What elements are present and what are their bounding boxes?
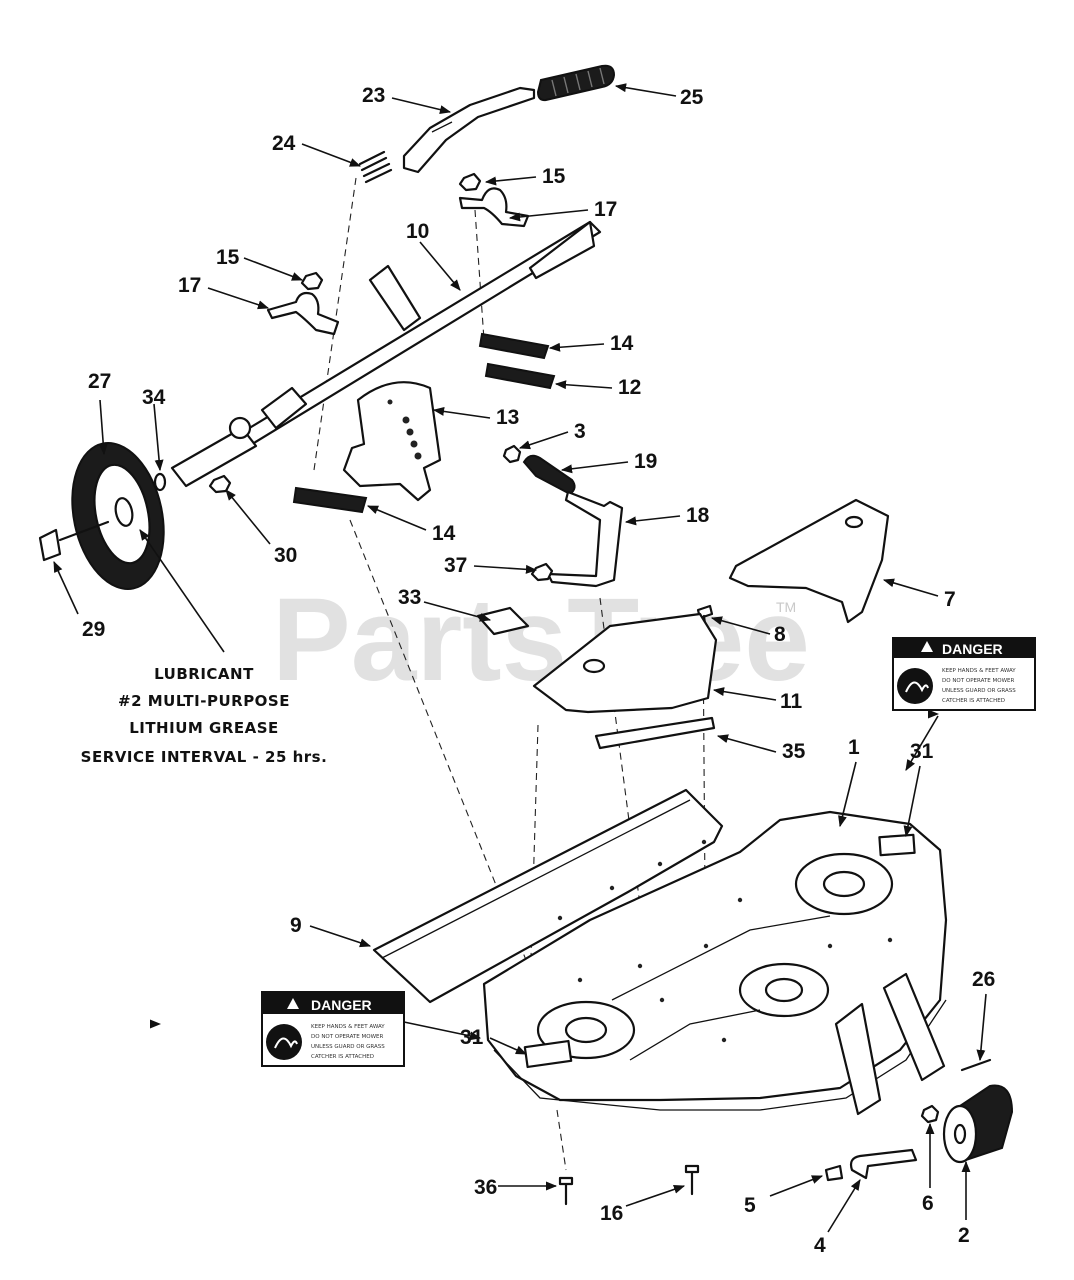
part-11-center-cover	[532, 612, 718, 714]
danger-decal-left: DANGER KEEP HANDS & FEET AWAY DO NOT OPE…	[261, 991, 405, 1067]
callout-27: 27	[88, 370, 111, 393]
callout-9: 9	[290, 914, 302, 937]
lubricant-note: LUBRICANT #2 MULTI-PURPOSE LITHIUM GREAS…	[81, 665, 328, 766]
part-36-bolt	[558, 1176, 574, 1206]
lubricant-note-line-2: #2 MULTI-PURPOSE	[118, 692, 290, 710]
danger-decal-left-line-3: UNLESS GUARD OR GRASS	[311, 1044, 385, 1050]
part-25-handle-grip	[536, 64, 616, 102]
part-23-lift-handle	[402, 86, 536, 174]
callout-15: 15	[542, 165, 566, 188]
callout-34: 34	[142, 386, 166, 409]
part-2-roller	[942, 1084, 1014, 1164]
callout-36: 36	[474, 1176, 497, 1199]
danger-decal-right-line-1: KEEP HANDS & FEET AWAY	[942, 668, 1016, 674]
part-1-mower-deck-housing	[482, 810, 948, 1111]
callout-26: 26	[972, 968, 995, 991]
lubricant-note-line-1: LUBRICANT	[154, 665, 254, 683]
callout-31-right: 31	[910, 740, 934, 763]
callout-16: 16	[600, 1202, 623, 1225]
danger-decal-left-line-1: KEEP HANDS & FEET AWAY	[311, 1024, 385, 1030]
callout-35: 35	[782, 740, 806, 763]
callout-2: 2	[958, 1224, 970, 1247]
callout-1: 1	[848, 736, 860, 759]
callout-7: 7	[944, 588, 956, 611]
danger-decal-right-line-2: DO NOT OPERATE MOWER	[942, 678, 1014, 684]
callout-3: 3	[574, 420, 586, 443]
part-3-nut	[502, 444, 522, 464]
callout-23: 23	[362, 84, 385, 107]
part-24-spring	[358, 150, 393, 184]
part-14-pad-lower	[292, 486, 368, 514]
callout-18: 18	[686, 504, 710, 527]
danger-decal-right-heading: DANGER	[942, 641, 1003, 657]
part-15-nut-left	[300, 271, 324, 291]
callout-14: 14	[610, 332, 634, 355]
part-35-cover-strip	[594, 716, 716, 750]
part-18-rod-bracket	[546, 490, 624, 588]
part-7-belt-cover	[728, 498, 890, 624]
part-34-washer	[153, 472, 167, 492]
part-15-nut-right	[458, 172, 482, 192]
part-29-wheel-bolt	[38, 520, 110, 562]
part-13-height-adjust-plate	[342, 381, 442, 502]
watermark-trademark: TM	[776, 599, 796, 615]
callout-14-lower: 14	[432, 522, 456, 545]
callout-8: 8	[774, 623, 786, 646]
callout-31-left: 31	[460, 1026, 484, 1049]
callout-12: 12	[618, 376, 641, 399]
callout-30: 30	[274, 544, 297, 567]
danger-decal-left-line-4: CATCHER IS ATTACHED	[311, 1054, 374, 1060]
part-30-nut	[208, 474, 232, 494]
callout-15-left: 15	[216, 246, 240, 269]
callout-5: 5	[744, 1194, 756, 1217]
part-14-pad-upper	[478, 332, 550, 360]
mounting-brackets	[834, 972, 946, 1116]
callout-33: 33	[398, 586, 421, 609]
callout-17-left: 17	[178, 274, 201, 297]
part-10-lift-shaft	[170, 220, 602, 488]
danger-decal-right: DANGER KEEP HANDS & FEET AWAY DO NOT OPE…	[892, 637, 1036, 711]
part-26-pin	[960, 1058, 992, 1072]
callout-37: 37	[444, 554, 467, 577]
callout-29: 29	[82, 618, 105, 641]
part-12-pad	[484, 362, 556, 390]
callout-10: 10	[406, 220, 429, 243]
part-5-bolt	[824, 1164, 844, 1182]
part-19-spacer	[522, 454, 576, 496]
callout-4: 4	[814, 1234, 826, 1257]
part-37-nut	[530, 562, 554, 582]
part-17-clamp-bracket-left	[266, 291, 340, 336]
callout-13: 13	[496, 406, 519, 429]
part-4-axle-bolt	[849, 1148, 918, 1180]
callout-25: 25	[680, 86, 704, 109]
callout-11: 11	[780, 690, 803, 713]
danger-decal-left-line-2: DO NOT OPERATE MOWER	[311, 1034, 383, 1040]
callout-24: 24	[272, 132, 296, 155]
lubricant-note-line-4: SERVICE INTERVAL - 25 hrs.	[81, 748, 328, 766]
callout-6: 6	[922, 1192, 934, 1215]
part-16-bolt	[684, 1164, 700, 1196]
danger-decal-right-line-3: UNLESS GUARD OR GRASS	[942, 688, 1016, 694]
danger-decal-left-heading: DANGER	[311, 997, 372, 1013]
lubricant-note-line-3: LITHIUM GREASE	[129, 719, 279, 737]
danger-decal-right-line-4: CATCHER IS ATTACHED	[942, 698, 1005, 704]
part-9-discharge-deflector	[372, 788, 724, 1004]
callout-19: 19	[634, 450, 657, 473]
part-6-nut	[920, 1104, 940, 1124]
leader-lines	[53, 83, 987, 1233]
callout-17: 17	[594, 198, 617, 221]
part-17-clamp-bracket-right	[458, 187, 530, 228]
callout-labels: 23 25 24 15 17 10 15 17 14 12 27 34 13 3…	[82, 84, 995, 1257]
